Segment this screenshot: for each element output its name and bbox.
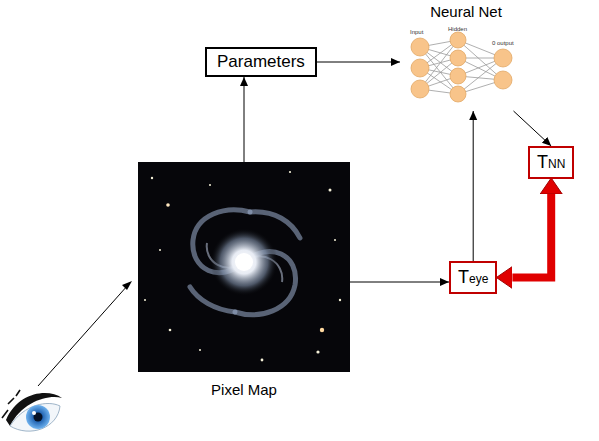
node-label: Neural Net [400, 3, 532, 20]
icon-caption: 0 output [492, 40, 514, 46]
arrow-connector [514, 111, 552, 146]
arrow-connector [317, 62, 400, 63]
icon-caption: Input [410, 29, 423, 35]
node-label: Pixel Map [138, 381, 350, 398]
result-box: Teye [449, 261, 497, 294]
node-label: Parameters [217, 52, 305, 72]
node-label: TNN [537, 152, 565, 173]
icon-caption: Hidden [448, 26, 467, 32]
result-box: TNN [528, 146, 574, 179]
double-arrow [512, 194, 551, 278]
node-label: Teye [458, 267, 488, 288]
arrow-connector [244, 77, 245, 162]
process-box: Parameters [205, 47, 317, 77]
neural-net-node: Neural Net [400, 3, 532, 111]
arrow-connector [350, 282, 449, 283]
eye-arrow [38, 281, 132, 386]
eye-icon [2, 390, 62, 431]
arrow-connector [473, 111, 474, 261]
image-node: Pixel Map [138, 162, 350, 402]
galaxy-image [138, 162, 350, 372]
